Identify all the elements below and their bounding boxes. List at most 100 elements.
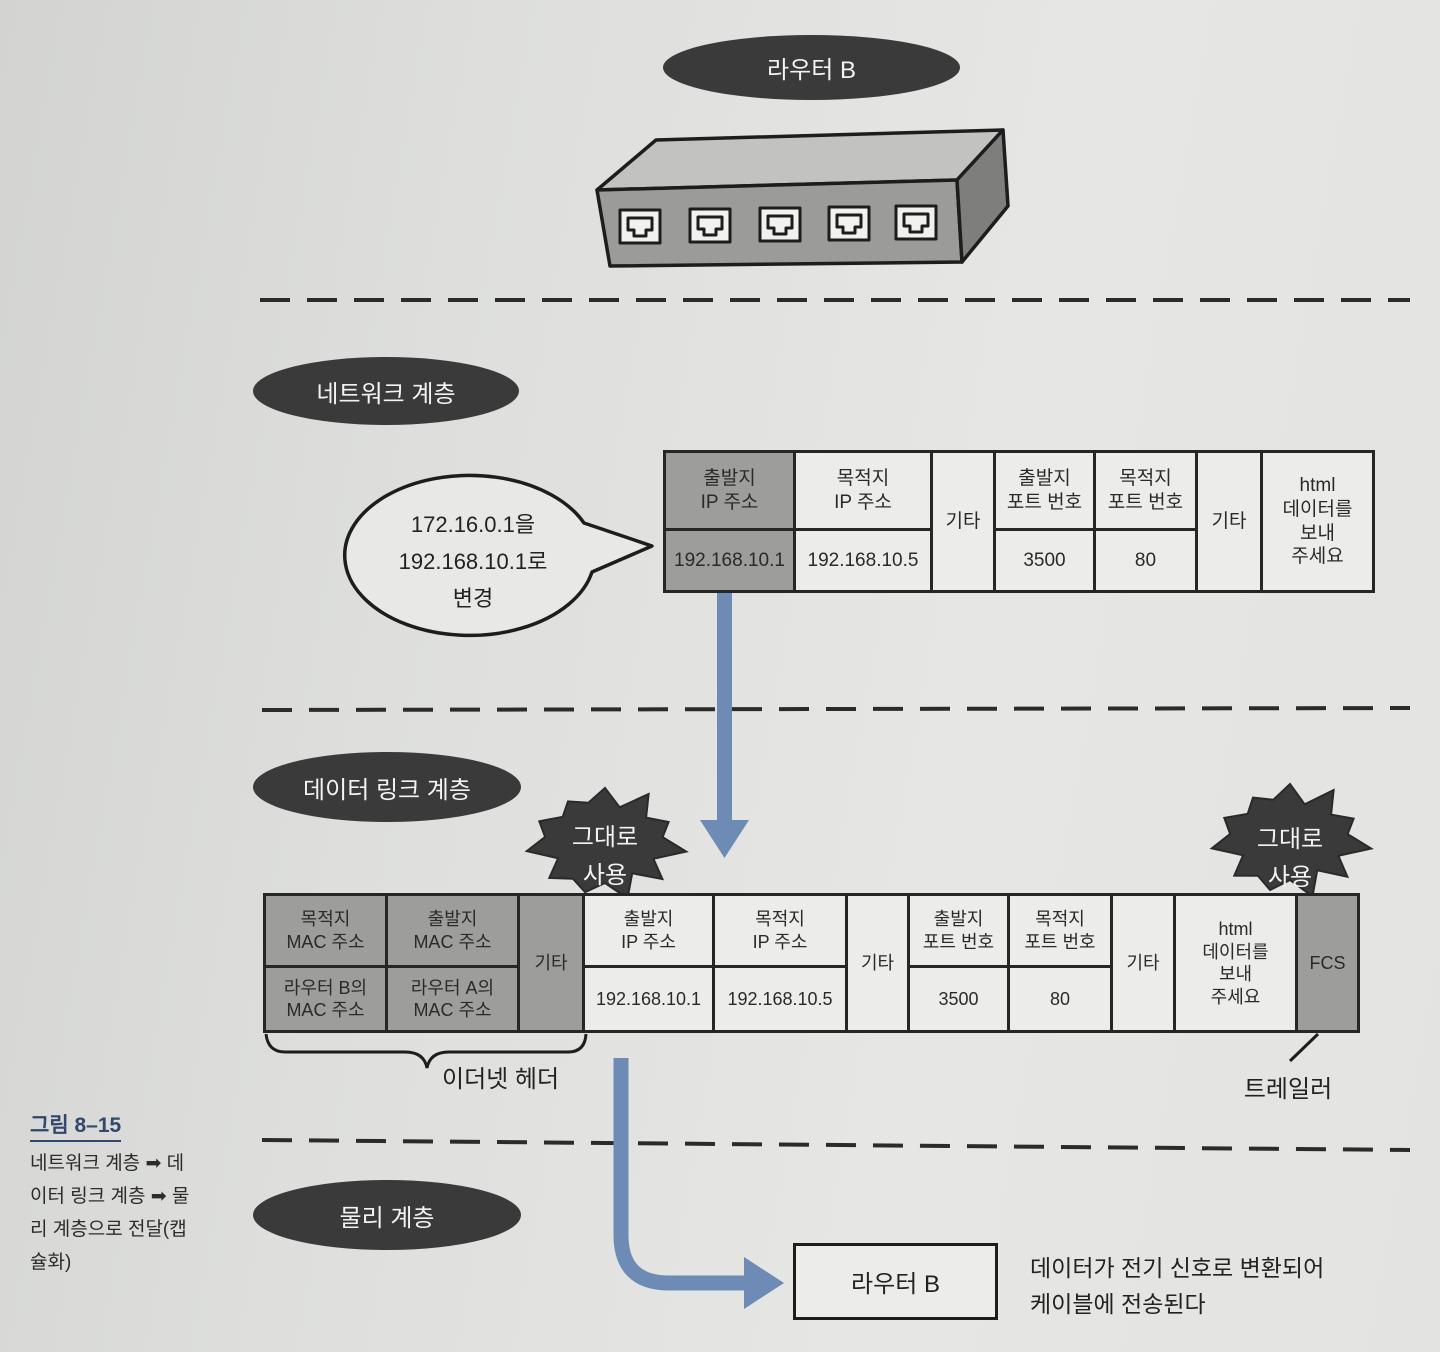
- description-line: 데이터가 전기 신호로 변환되어: [1030, 1255, 1325, 1281]
- datalink-layer-label: 데이터 링크 계층: [253, 752, 521, 822]
- cell-line: 포트 번호: [922, 931, 995, 952]
- cell-line: 목적지: [836, 467, 890, 489]
- physical-description: 데이터가 전기 신호로 변환되어 케이블에 전송된다: [1030, 1250, 1324, 1322]
- payload-field: html 데이터를 보내 주세요: [1263, 453, 1372, 590]
- dest-port-label: 목적지 포트 번호: [1010, 896, 1110, 965]
- source-port-label: 출발지 포트 번호: [910, 896, 1007, 965]
- cell-line: 출발지: [623, 909, 674, 929]
- caption-line: 네트워크 계층 ➡ 데: [30, 1153, 185, 1174]
- layer-divider: [261, 1138, 1411, 1152]
- source-ip-label: 출발지 IP 주소: [666, 453, 793, 528]
- etc-field: 기타: [1113, 896, 1173, 1030]
- dest-port-value: 80: [1010, 968, 1110, 1030]
- burst-line: 그대로: [1256, 826, 1324, 853]
- dest-port-label: 목적지 포트 번호: [1096, 453, 1195, 528]
- cell-line: 출발지: [1018, 467, 1071, 489]
- cell-line: 출발지: [933, 909, 984, 929]
- arrow-head: [700, 820, 749, 858]
- source-port-label: 출발지 포트 번호: [996, 453, 1093, 528]
- payload-field: html 데이터를 보내 주세요: [1176, 896, 1295, 1030]
- flow-arrow-to-router: [613, 1058, 784, 1309]
- dest-mac-label: 목적지 MAC 주소: [266, 896, 385, 965]
- cell-line: IP 주소: [700, 491, 759, 513]
- cell-line: 주세요: [1210, 986, 1261, 1007]
- cell-line: 포트 번호: [1024, 931, 1096, 952]
- ethernet-header-label: 이더넷 헤더: [442, 1066, 560, 1093]
- router-icon: [595, 128, 1010, 268]
- cell-line: 목적지: [1035, 909, 1085, 929]
- physical-layer-label: 물리 계층: [253, 1180, 521, 1250]
- dest-ip-value: 192.168.10.5: [715, 968, 845, 1030]
- note-line: 172.16.0.1을: [410, 512, 536, 537]
- router-side-face: [955, 128, 1010, 264]
- port-icon: [827, 205, 871, 242]
- network-layer-packet: 출발지 IP 주소 192.168.10.1 목적지 IP 주소 192.168…: [663, 450, 1375, 593]
- cell-line: 목적지: [1119, 467, 1172, 489]
- dest-mac-value: 라우터 B의 MAC 주소: [266, 968, 385, 1030]
- cell-line: MAC 주소: [413, 1000, 492, 1020]
- router-b-title: 라우터 B: [663, 35, 960, 100]
- cell-line: 목적지: [755, 909, 805, 929]
- note-line: 192.168.10.1로: [398, 549, 548, 574]
- description-line: 케이블에 전송된다: [1030, 1291, 1206, 1317]
- ethernet-header-brace: [264, 1033, 588, 1069]
- cell-line: 데이터를: [1202, 941, 1269, 962]
- caption-line: 리 계층으로 전달(캡: [30, 1219, 187, 1240]
- port-icon: [894, 204, 938, 241]
- note-line: 변경: [452, 586, 494, 611]
- etc-field: 기타: [1198, 453, 1260, 590]
- burst-line: 사용: [1267, 864, 1313, 891]
- layer-divider: [261, 706, 1411, 712]
- etc-field: 기타: [848, 896, 907, 1030]
- fcs-field: FCS: [1298, 896, 1357, 1030]
- figure-number: 그림 8–15: [30, 1109, 122, 1142]
- cell-line: 포트 번호: [1006, 491, 1083, 513]
- cell-line: 포트 번호: [1107, 491, 1184, 513]
- dest-port-value: 80: [1096, 531, 1195, 590]
- cell-line: html: [1299, 475, 1336, 496]
- layer-dividers: [260, 298, 1411, 1152]
- reuse-burst-right-text: 그대로 사용: [1230, 821, 1350, 897]
- cell-line: html: [1218, 919, 1253, 939]
- cell-line: MAC 주소: [413, 931, 492, 952]
- cell-line: IP 주소: [621, 931, 676, 952]
- burst-line: 그대로: [571, 824, 639, 851]
- trailer-label: 트레일러: [1243, 1076, 1333, 1103]
- burst-line: 사용: [582, 862, 628, 889]
- source-port-value: 3500: [910, 968, 1007, 1030]
- cell-line: 라우터 B의: [283, 977, 368, 998]
- cell-line: 목적지: [300, 909, 351, 929]
- flow-arrow-down: [700, 592, 749, 858]
- cell-line: 보내: [1300, 522, 1335, 544]
- source-ip-value: 192.168.10.1: [666, 531, 793, 590]
- speech-bubble: [343, 473, 654, 638]
- source-ip-label: 출발지 IP 주소: [585, 896, 712, 965]
- destination-router-box: 라우터 B: [793, 1243, 998, 1320]
- cell-line: 출발지: [703, 467, 756, 489]
- dest-ip-label: 목적지 IP 주소: [796, 453, 930, 528]
- cell-line: 출발지: [427, 909, 478, 929]
- speech-bubble-text: 172.16.0.1을 192.168.10.1로 변경: [373, 506, 573, 617]
- network-layer-label: 네트워크 계층: [253, 357, 519, 425]
- caption-line: 이터 링크 계층 ➡ 물: [30, 1186, 190, 1207]
- port-icon: [688, 207, 732, 244]
- port-icon: [758, 206, 802, 243]
- cell-line: IP 주소: [752, 931, 808, 952]
- source-ip-value: 192.168.10.1: [585, 968, 712, 1030]
- source-mac-label: 출발지 MAC 주소: [388, 896, 517, 965]
- figure-caption: 네트워크 계층 ➡ 데 이터 링크 계층 ➡ 물 리 계층으로 전달(캡 슐화): [30, 1147, 189, 1279]
- reuse-burst-right: [1209, 782, 1374, 899]
- cell-line: MAC 주소: [286, 1000, 365, 1020]
- cell-line: 데이터를: [1282, 498, 1353, 520]
- etc-field: 기타: [933, 453, 993, 590]
- cell-line: MAC 주소: [286, 931, 365, 952]
- port-icon: [618, 208, 662, 245]
- cell-line: IP 주소: [834, 491, 892, 513]
- cell-line: 라우터 A의: [410, 977, 495, 998]
- datalink-frame: 목적지 MAC 주소 라우터 B의 MAC 주소 출발지 MAC 주소 라우터 …: [263, 893, 1360, 1033]
- reuse-burst-left: [524, 786, 689, 901]
- trailer-pointer: [1288, 1032, 1320, 1063]
- dest-ip-value: 192.168.10.5: [796, 531, 930, 590]
- caption-line: 슐화): [30, 1252, 72, 1273]
